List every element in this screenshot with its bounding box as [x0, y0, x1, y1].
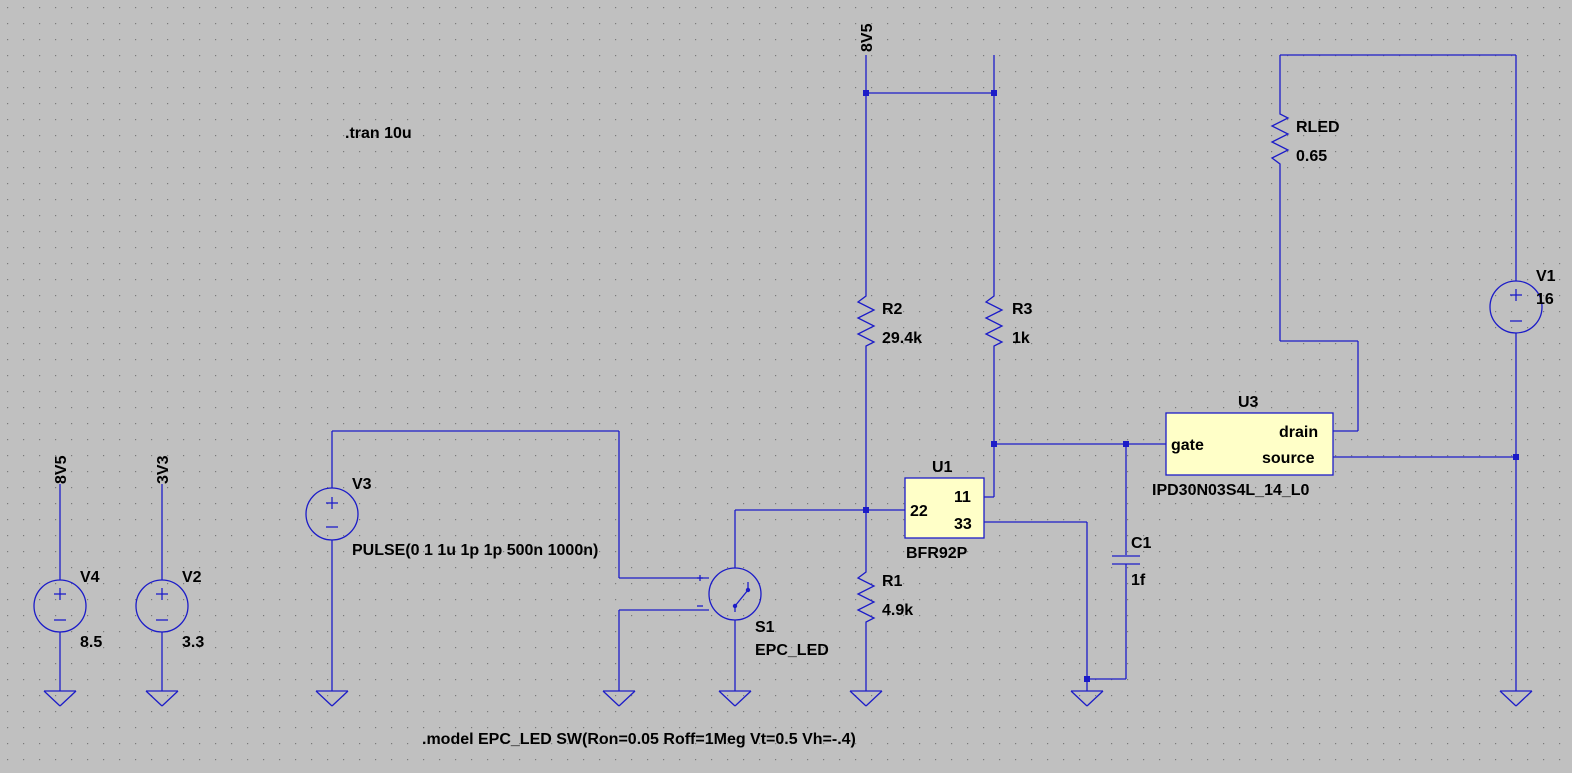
- u3-pin-drain: drain: [1279, 424, 1318, 441]
- ground-symbol[interactable]: [718, 690, 752, 707]
- ground-symbol[interactable]: [1070, 690, 1104, 707]
- u1-pin-collector: 11: [954, 489, 971, 506]
- ground-symbol[interactable]: [1499, 690, 1533, 707]
- v1-name: V1: [1536, 268, 1556, 285]
- r3-name: R3: [1012, 301, 1033, 318]
- gate-net[interactable]: [984, 443, 1166, 555]
- voltage-source-v2[interactable]: [135, 484, 189, 691]
- v2-net-label: 3V3: [155, 455, 172, 484]
- junction: [1123, 441, 1129, 447]
- resistor-r3[interactable]: [984, 93, 1004, 444]
- r3-value: 1k: [1012, 330, 1030, 347]
- r2-value: 29.4k: [882, 330, 922, 347]
- transistor-u1[interactable]: [866, 477, 1088, 691]
- u1-name: U1: [932, 459, 953, 476]
- model-directive[interactable]: .model EPC_LED SW(Ron=0.05 Roff=1Meg Vt=…: [422, 731, 856, 748]
- v2-value: 3.3: [182, 634, 204, 651]
- ground-symbol[interactable]: [145, 690, 179, 707]
- u1-pin-base: 22: [910, 503, 928, 520]
- top-supply-net[interactable]: 8V5: [859, 23, 995, 94]
- voltage-source-v1[interactable]: [1489, 55, 1543, 691]
- u3-pin-source: source: [1262, 450, 1315, 467]
- v1-value: 16: [1536, 291, 1554, 308]
- s1-name: S1: [755, 619, 775, 636]
- v4-net-label: 8V5: [53, 455, 70, 484]
- rled-name: RLED: [1296, 119, 1340, 136]
- voltage-source-v3[interactable]: [305, 430, 619, 691]
- ground-symbol[interactable]: [43, 690, 77, 707]
- u3-pin-gate: gate: [1171, 437, 1204, 454]
- junction: [1513, 454, 1519, 460]
- resistor-r2[interactable]: [856, 93, 876, 510]
- tran-directive[interactable]: .tran 10u: [345, 125, 412, 142]
- v4-value: 8.5: [80, 634, 102, 651]
- v3-value: PULSE(0 1 1u 1p 1p 500n 1000n): [352, 542, 598, 559]
- voltage-source-v4[interactable]: [33, 484, 87, 691]
- resistor-r1[interactable]: [856, 510, 876, 691]
- v3-name: V3: [352, 476, 372, 493]
- ground-symbol[interactable]: [315, 690, 349, 707]
- c1-value: 1f: [1131, 572, 1146, 589]
- c1-name: C1: [1131, 535, 1152, 552]
- switch-s1[interactable]: [618, 431, 866, 691]
- r2-name: R2: [882, 301, 903, 318]
- ground-symbol[interactable]: [602, 690, 636, 707]
- resistor-rled[interactable]: [1270, 54, 1516, 341]
- rled-value: 0.65: [1296, 148, 1327, 165]
- u3-name: U3: [1238, 394, 1259, 411]
- u3-value: IPD30N03S4L_14_L0: [1152, 482, 1310, 499]
- s1-value: EPC_LED: [755, 642, 829, 659]
- r1-value: 4.9k: [882, 602, 913, 619]
- r1-name: R1: [882, 573, 903, 590]
- junction: [1084, 676, 1090, 682]
- v2-name: V2: [182, 569, 202, 586]
- ground-symbol[interactable]: [849, 690, 883, 707]
- v4-name: V4: [80, 569, 100, 586]
- u1-pin-emitter: 33: [954, 516, 972, 533]
- mosfet-u3[interactable]: [1165, 340, 1516, 476]
- u1-value: BFR92P: [906, 545, 968, 562]
- junction: [991, 441, 997, 447]
- capacitor-c1[interactable]: [1087, 555, 1140, 680]
- top-supply-label: 8V5: [859, 23, 876, 52]
